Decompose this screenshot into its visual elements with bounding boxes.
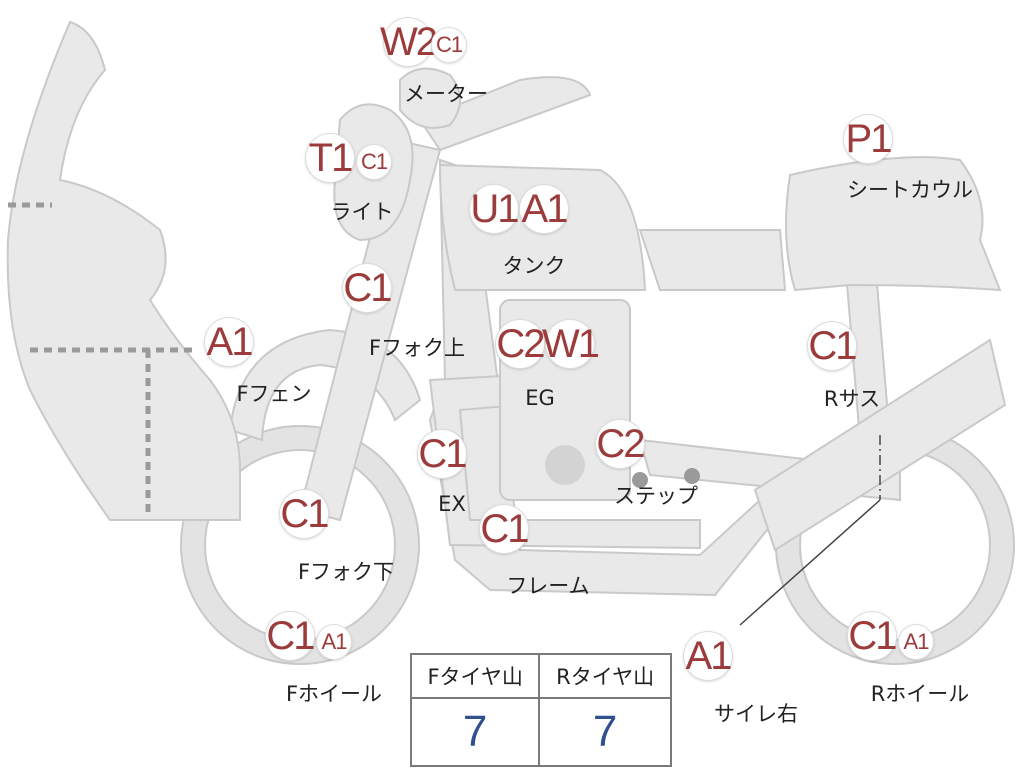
badge-silencer-a1[interactable]: A1 [684, 632, 732, 680]
front-tire-value[interactable]: 7 [409, 697, 541, 767]
badge-ffork-upper-c1[interactable]: C1 [343, 264, 393, 312]
badge-tank-u1[interactable]: U1 [470, 185, 520, 233]
label-light: ライト [330, 200, 394, 224]
badge-rsus-c1[interactable]: C1 [808, 322, 858, 370]
label-fwheel: Fホイール [285, 682, 383, 706]
badge-meter-c1[interactable]: C1 [432, 28, 466, 62]
label-seat-cowl: シートカウル [847, 178, 973, 202]
badge-frame-c1[interactable]: C1 [480, 505, 530, 553]
meter-gauge[interactable] [399, 67, 461, 129]
seat-cowl[interactable] [785, 156, 1002, 292]
badge-rwheel-c1[interactable]: C1 [848, 612, 898, 660]
label-rsus: Rサス [823, 387, 881, 411]
seat[interactable] [638, 229, 787, 291]
label-ffork-lower: Fフォク下 [297, 560, 395, 584]
label-meter: メーター [404, 82, 488, 106]
badge-light-t1[interactable]: T1 [306, 134, 354, 182]
front-fork[interactable] [298, 138, 442, 522]
label-frame: フレーム [506, 574, 590, 598]
label-ex: EX [438, 492, 466, 516]
label-rwheel: Rホイール [870, 682, 970, 706]
label-silencer: サイレ右 [714, 702, 798, 726]
badge-ffender-a1[interactable]: A1 [205, 318, 253, 366]
label-tank: タンク [502, 254, 566, 278]
badge-light-c1[interactable]: C1 [357, 145, 391, 179]
label-step: ステップ [614, 484, 698, 508]
badge-eg-c2[interactable]: C2 [496, 320, 546, 368]
badge-tank-a1[interactable]: A1 [520, 185, 568, 233]
badge-meter-w2[interactable]: W2 [380, 18, 438, 66]
badge-fwheel-a1[interactable]: A1 [317, 625, 351, 659]
front-tire-header: Fタイヤ山 [409, 653, 541, 699]
handlebar[interactable] [418, 76, 592, 152]
badge-step-c2[interactable]: C2 [596, 420, 646, 468]
label-eg: EG [525, 386, 555, 410]
badge-ex-c1[interactable]: C1 [418, 430, 468, 478]
rear-tire-header: Rタイヤ山 [538, 653, 672, 699]
badge-fwheel-c1[interactable]: C1 [266, 612, 316, 660]
badge-ffork-lower-c1[interactable]: C1 [280, 490, 330, 538]
badge-seatcowl-p1[interactable]: P1 [844, 115, 892, 163]
badge-rwheel-a1[interactable]: A1 [899, 625, 933, 659]
label-ffork-upper: Fフォク上 [368, 336, 466, 360]
tire-tread-table: Fタイヤ山 Rタイヤ山 7 7 [409, 653, 672, 767]
fairing[interactable] [6, 20, 241, 521]
label-ffender: Fフェン [236, 382, 312, 406]
badge-eg-w1[interactable]: W1 [542, 320, 600, 368]
rear-tire-value[interactable]: 7 [538, 697, 672, 767]
